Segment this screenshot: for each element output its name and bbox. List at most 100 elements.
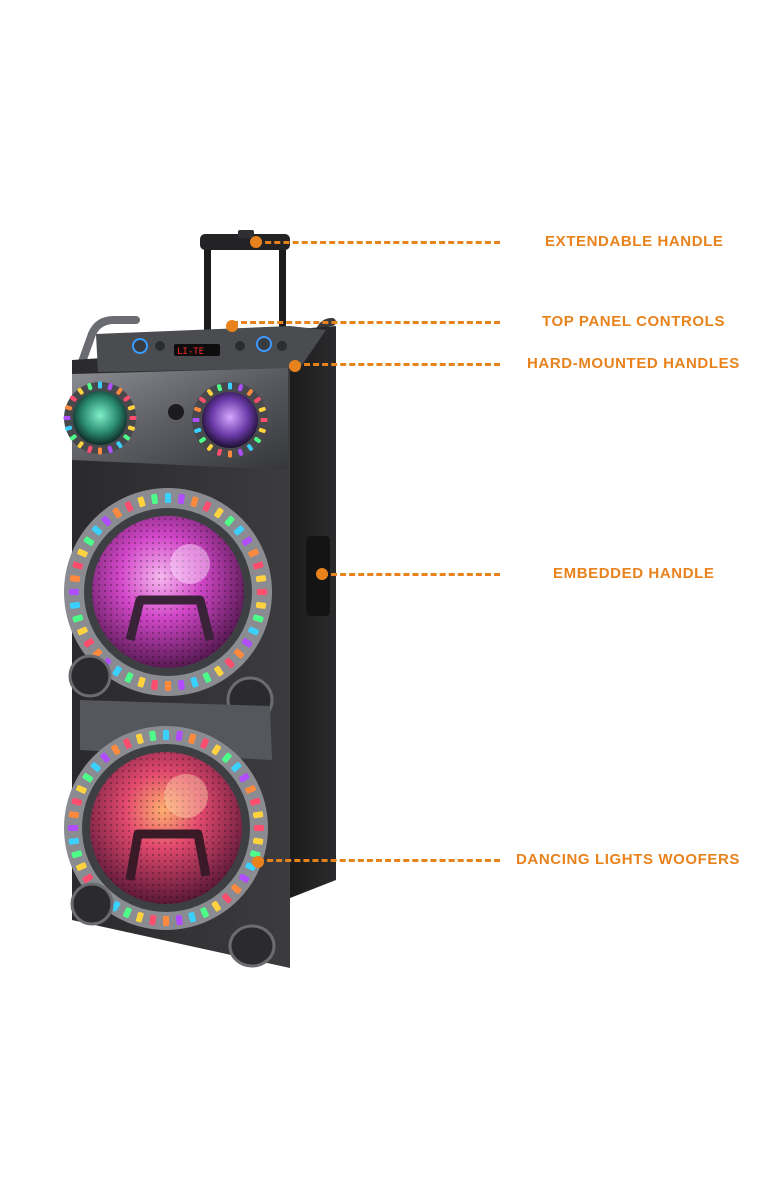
led-segment xyxy=(71,850,83,859)
led-segment xyxy=(123,395,131,402)
led-segment xyxy=(188,911,197,923)
hard-mounted-handles-marker xyxy=(289,360,301,372)
extendable-handle-leader-line xyxy=(256,241,500,244)
top-panel: LI-TE xyxy=(96,326,326,372)
led-segment xyxy=(245,785,256,794)
led-display: LI-TE xyxy=(177,347,204,357)
led-segment xyxy=(151,679,159,691)
led-segment xyxy=(254,396,261,404)
led-segment xyxy=(111,744,121,756)
led-segment xyxy=(68,837,80,845)
led-segment xyxy=(137,676,146,688)
led-segment xyxy=(233,648,245,659)
led-segment xyxy=(216,448,223,456)
tweeter-section xyxy=(63,368,288,470)
led-segment xyxy=(249,797,261,806)
led-segment xyxy=(72,561,84,570)
led-segment xyxy=(175,914,183,926)
led-segment xyxy=(116,441,123,449)
led-segment xyxy=(151,493,159,505)
led-segment xyxy=(77,548,88,558)
led-segment xyxy=(77,387,84,395)
led-segment xyxy=(123,434,131,441)
led-segment xyxy=(69,434,77,441)
led-segment xyxy=(241,638,253,648)
led-segment xyxy=(246,389,254,396)
led-segment xyxy=(100,752,111,763)
led-segment xyxy=(82,873,94,883)
led-segment xyxy=(252,837,264,845)
led-segment xyxy=(190,496,199,508)
led-segment xyxy=(65,405,73,411)
led-segment xyxy=(123,738,132,749)
bottom-ports xyxy=(70,882,276,968)
led-segment xyxy=(111,900,121,912)
led-segment xyxy=(127,425,135,431)
led-segment xyxy=(237,448,244,456)
led-segment xyxy=(135,733,144,745)
led-segment xyxy=(258,427,266,434)
led-segment xyxy=(246,444,254,451)
led-segment xyxy=(231,762,242,773)
led-segment xyxy=(221,752,232,763)
led-segment xyxy=(91,525,103,536)
bottom-woofer xyxy=(64,726,268,930)
led-segment xyxy=(214,507,224,519)
led-segment xyxy=(124,672,134,683)
led-segment xyxy=(149,914,157,926)
led-segment xyxy=(165,681,171,691)
hard-mounted-handles-leader-line xyxy=(295,363,500,366)
led-segment xyxy=(228,450,232,458)
led-segment xyxy=(211,900,221,912)
led-segment xyxy=(224,657,235,669)
led-segment xyxy=(252,561,264,570)
led-segment xyxy=(175,730,183,742)
led-segment xyxy=(216,384,223,392)
dancing-lights-woofers-marker xyxy=(252,856,264,868)
led-segment xyxy=(177,493,185,505)
led-segment xyxy=(65,425,73,431)
led-segment xyxy=(194,427,202,434)
led-segment xyxy=(71,797,83,806)
led-segment xyxy=(245,862,256,871)
led-segment xyxy=(231,883,242,894)
led-segment xyxy=(63,416,71,420)
led-segment xyxy=(112,507,122,519)
led-segment xyxy=(194,406,202,413)
led-segment xyxy=(69,575,81,583)
led-segment xyxy=(206,389,214,396)
led-segment xyxy=(116,387,123,395)
led-segment xyxy=(228,382,232,390)
led-segment xyxy=(107,383,113,391)
led-segment xyxy=(202,501,212,512)
led-segment xyxy=(163,916,169,926)
led-segment xyxy=(255,575,267,583)
led-segment xyxy=(76,785,87,794)
top-woofer xyxy=(64,488,272,696)
led-segment xyxy=(77,626,88,636)
led-segment xyxy=(211,744,221,756)
led-segment xyxy=(107,445,113,453)
embedded-handle-leader-line xyxy=(322,573,500,576)
top-panel-controls-leader-line xyxy=(232,321,500,324)
led-segment xyxy=(163,730,169,740)
led-segment xyxy=(72,614,84,623)
led-segment xyxy=(258,406,266,413)
led-segment xyxy=(90,762,101,773)
extendable-handle-label: EXTENDABLE HANDLE xyxy=(545,233,724,250)
led-segment xyxy=(200,738,209,749)
top-panel-controls-label: TOP PANEL CONTROLS xyxy=(542,313,726,330)
led-segment xyxy=(199,436,206,444)
led-segment xyxy=(87,445,93,453)
led-segment xyxy=(202,672,212,683)
dancing-lights-woofers-leader-line xyxy=(258,859,500,862)
dancing-lights-woofers-label: DANCING LIGHTS WOOFERS xyxy=(516,851,741,868)
led-segment xyxy=(260,418,268,422)
hard-mounted-handles-label: HARD-MOUNTED HANDLES xyxy=(527,355,740,372)
led-segment xyxy=(257,589,267,595)
led-segment xyxy=(69,601,81,609)
led-segment xyxy=(237,384,244,392)
led-segment xyxy=(199,396,206,404)
led-segment xyxy=(165,493,171,503)
led-segment xyxy=(68,825,78,831)
